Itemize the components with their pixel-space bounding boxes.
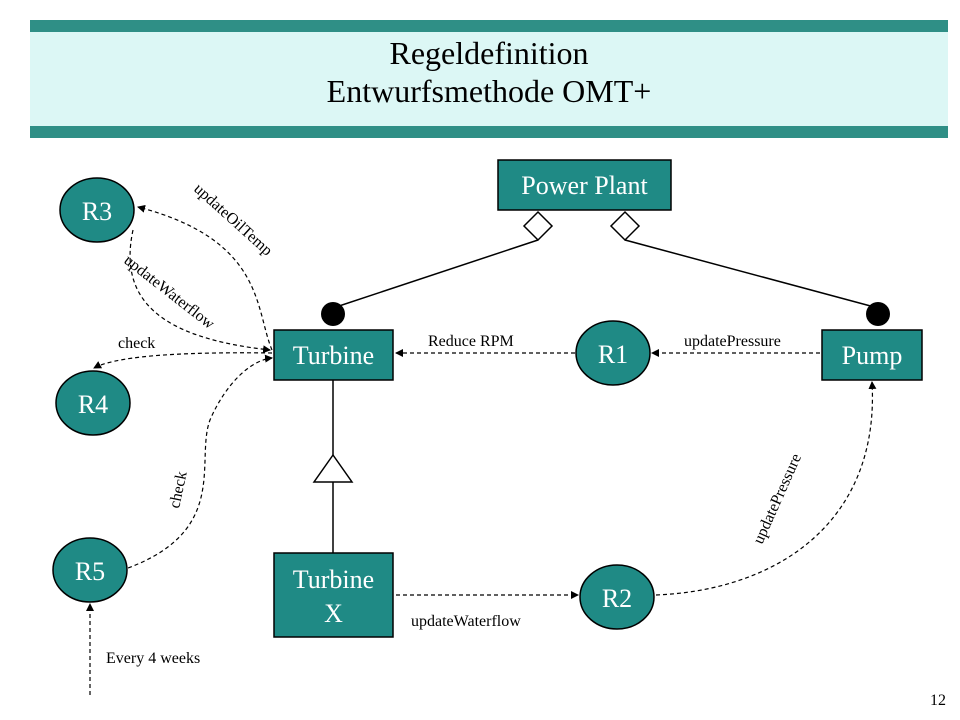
rule-r5-label: R5 bbox=[75, 557, 105, 586]
aggregation-line-pump bbox=[624, 239, 879, 309]
arrow-r3-to-turbine-waterflow bbox=[129, 229, 271, 354]
label-update-pressure-pump: updatePressure bbox=[684, 333, 781, 350]
aggregation-line-turbine bbox=[332, 239, 539, 309]
rule-r3-label: R3 bbox=[82, 197, 112, 226]
rule-r3: R3 bbox=[59, 177, 135, 243]
slide-title: Regeldefinition Entwurfsmethode OMT+ bbox=[30, 34, 948, 110]
class-turbine-x-label-line-1: Turbine bbox=[293, 565, 374, 594]
title-panel bbox=[30, 32, 948, 126]
label-check-r4: check bbox=[118, 335, 155, 352]
rule-r2-label: R2 bbox=[602, 584, 632, 613]
label-every-4-weeks: Every 4 weeks bbox=[106, 650, 200, 667]
class-turbine-x-label-line-2: X bbox=[324, 599, 343, 628]
arrow-r5-to-turbine-check bbox=[127, 354, 273, 569]
class-power-plant-label: Power Plant bbox=[521, 171, 648, 200]
class-pump: Pump bbox=[821, 329, 923, 381]
aggregation-diamond-left bbox=[522, 210, 554, 242]
rule-r4-label: R4 bbox=[78, 390, 108, 419]
label-reduce-rpm: Reduce RPM bbox=[428, 333, 514, 350]
class-turbine-label: Turbine bbox=[293, 341, 374, 370]
label-update-waterflow-r2: updateWaterflow bbox=[411, 613, 521, 630]
class-pump-label: Pump bbox=[842, 341, 903, 370]
rule-r1: R1 bbox=[575, 320, 651, 386]
label-update-waterflow-r3: updateWaterflow bbox=[121, 252, 218, 333]
multiplicity-dot-turbine bbox=[321, 302, 345, 326]
class-turbine-x: Turbine X bbox=[273, 552, 394, 638]
class-power-plant: Power Plant bbox=[497, 159, 672, 211]
arrow-r2-to-pump bbox=[655, 381, 877, 596]
label-update-oil-temp: updateOilTemp bbox=[190, 180, 275, 259]
rule-r4: R4 bbox=[55, 370, 131, 436]
title-bar-bottom bbox=[30, 126, 948, 138]
class-turbine: Turbine bbox=[273, 329, 394, 381]
multiplicity-dot-pump bbox=[866, 302, 890, 326]
rule-r1-label: R1 bbox=[598, 340, 628, 369]
page-number: 12 bbox=[930, 692, 946, 709]
arrow-turbine-to-r3-oiltemp bbox=[137, 204, 273, 351]
aggregation-diamond-right bbox=[609, 210, 641, 242]
title-band: Regeldefinition Entwurfsmethode OMT+ bbox=[30, 20, 948, 138]
slide-title-line-1: Regeldefinition bbox=[389, 35, 589, 71]
arrow-turbine-to-r4-check bbox=[93, 352, 273, 369]
label-check-r5: check bbox=[166, 470, 190, 510]
title-bar-top bbox=[30, 20, 948, 32]
label-update-pressure-r2: updatePressure bbox=[750, 451, 805, 546]
inheritance-triangle bbox=[312, 453, 354, 483]
rule-r5: R5 bbox=[52, 537, 128, 603]
slide-title-line-2: Entwurfsmethode OMT+ bbox=[326, 73, 652, 109]
rule-r2: R2 bbox=[579, 564, 655, 630]
